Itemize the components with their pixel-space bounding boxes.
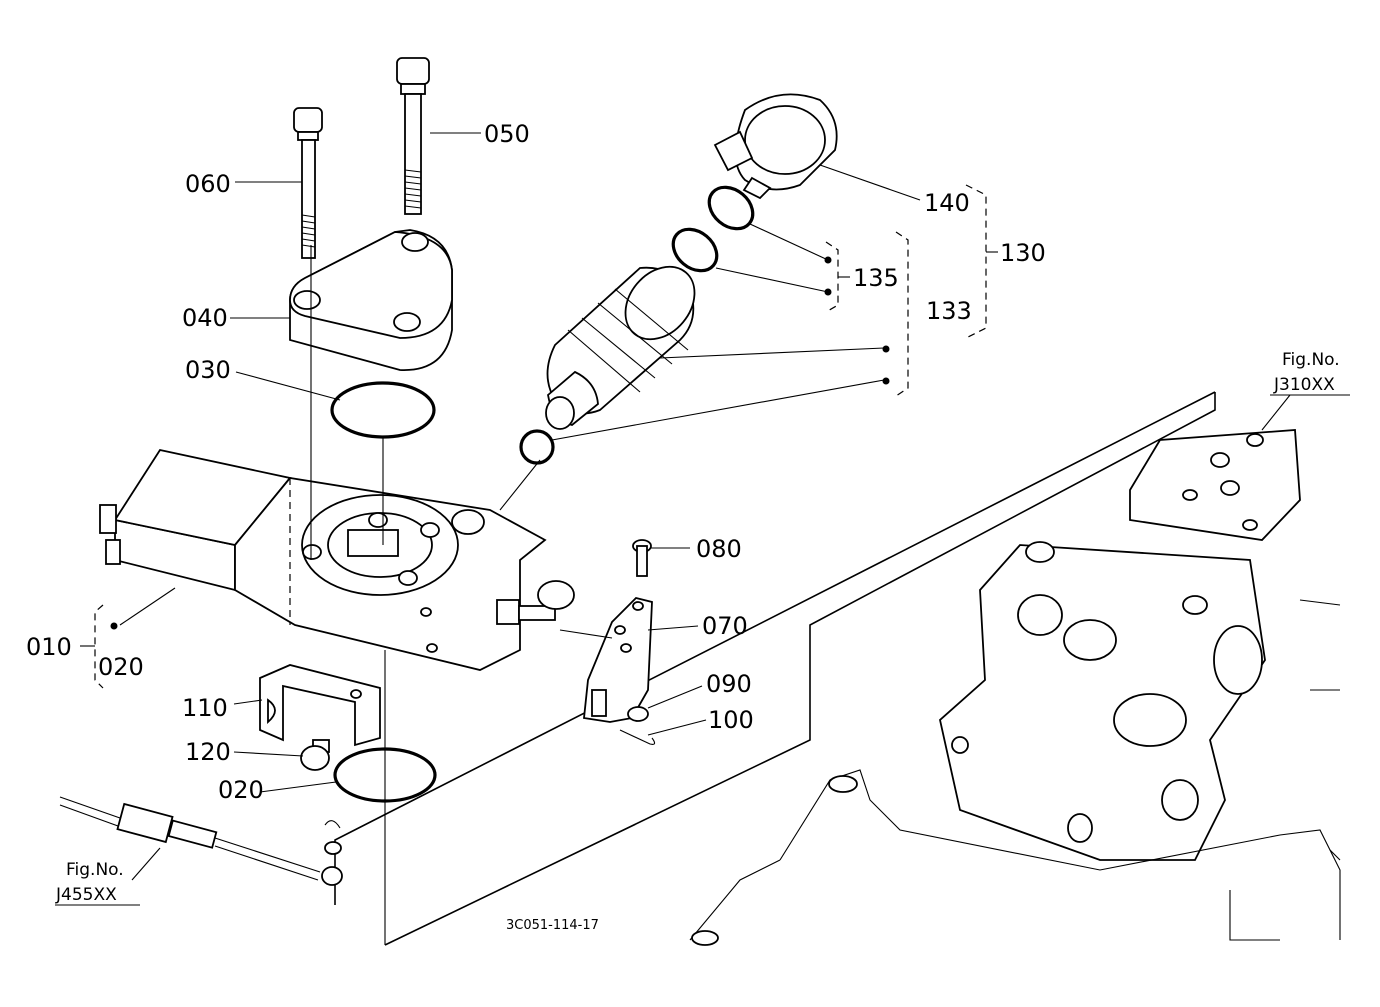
pump-housing-drawing <box>689 429 1341 946</box>
part-labels: 050 060 040 030 010 020 110 120 020 080 … <box>26 120 1046 804</box>
bolt-060-drawing <box>293 107 323 259</box>
label-090: 090 <box>706 670 752 698</box>
fig-ref-j455-line2: J455XX <box>55 885 117 905</box>
cap-140-drawing <box>713 93 838 200</box>
fig-ref-j455-line1: Fig.No. <box>66 860 124 880</box>
label-130: 130 <box>1000 239 1046 267</box>
split-pin-100-drawing <box>619 729 656 745</box>
fig-ref-j310-line2: J310XX <box>1273 375 1335 395</box>
label-070: 070 <box>702 612 748 640</box>
fig-ref-j310-line1: Fig.No. <box>1282 350 1340 370</box>
label-080: 080 <box>696 535 742 563</box>
label-020-kit: 020 <box>98 653 144 681</box>
leader-lines <box>55 132 1350 906</box>
label-133: 133 <box>926 297 972 325</box>
plug-120-drawing <box>300 739 330 771</box>
lever-070-drawing <box>583 597 653 723</box>
label-110: 110 <box>182 694 228 722</box>
control-valve-body-010-drawing <box>99 448 575 671</box>
label-030: 030 <box>185 356 231 384</box>
o-ring-135b-drawing <box>707 185 755 231</box>
o-ring-spool-drawing <box>519 429 555 465</box>
pin-080-drawing <box>632 539 652 577</box>
o-ring-030-drawing <box>330 381 436 439</box>
label-020: 020 <box>218 776 264 804</box>
drawing-code: 3C051-114-17 <box>506 918 599 933</box>
figure-references: Fig.No. J310XX Fig.No. J455XX <box>55 350 1340 905</box>
bolt-050-drawing <box>396 57 430 215</box>
label-140: 140 <box>924 189 970 217</box>
label-050: 050 <box>484 120 530 148</box>
cover-plate-040-drawing <box>289 229 453 371</box>
spool-assembly-133-drawing <box>545 265 696 430</box>
label-135: 135 <box>853 264 899 292</box>
o-ring-135a-drawing <box>671 227 719 273</box>
washer-090-drawing <box>627 706 649 722</box>
group-brackets <box>80 184 998 689</box>
centerlines <box>310 245 613 945</box>
label-010: 010 <box>26 633 72 661</box>
reference-dots <box>110 256 890 630</box>
control-cable-drawing <box>59 796 343 886</box>
label-100: 100 <box>708 706 754 734</box>
label-060: 060 <box>185 170 231 198</box>
label-040: 040 <box>182 304 228 332</box>
bracket-110-drawing <box>259 664 381 747</box>
label-120: 120 <box>185 738 231 766</box>
